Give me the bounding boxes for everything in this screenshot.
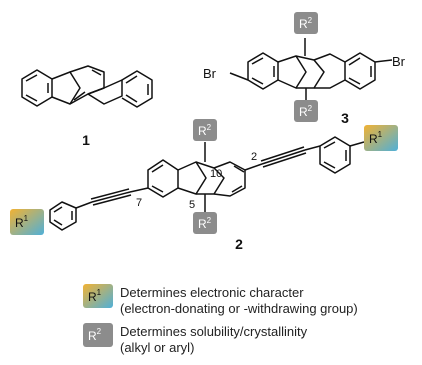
legend-r1-line1: Determines electronic character	[120, 285, 304, 300]
position-7-label: 7	[136, 197, 142, 209]
legend-r2-text: Determines solubility/crystallinity (alk…	[120, 324, 307, 356]
position-5-label: 5	[189, 199, 195, 211]
position-2-label: 2	[251, 151, 257, 163]
legend-r2-line1: Determines solubility/crystallinity	[120, 324, 308, 339]
svg-text:R1: R1	[369, 130, 383, 146]
compound-2-r2-bottom-badge: R2	[193, 212, 217, 234]
svg-text:R2: R2	[299, 16, 313, 31]
legend-r2-badge: R2	[83, 323, 113, 347]
legend-r1-line2: (electron-donating or -withdrawing group…	[120, 301, 358, 316]
svg-text:R1: R1	[15, 214, 29, 230]
compound-2-label: 2	[235, 236, 243, 252]
compound-3-br-right: Br	[392, 54, 406, 69]
compound-2-r1-right-badge: R1	[364, 125, 398, 151]
legend-r1-badge: R1	[83, 284, 113, 308]
svg-text:R2: R2	[198, 123, 212, 138]
legend-r1-text: Determines electronic character (electro…	[120, 285, 358, 317]
svg-text:R2: R2	[299, 104, 313, 119]
compound-3-br-left: Br	[203, 66, 217, 81]
compound-2-r2-top-badge: R2	[193, 119, 217, 141]
compound-3-r2-top-badge: R2	[294, 12, 318, 34]
compound-3-label: 3	[341, 110, 349, 126]
svg-text:R2: R2	[88, 327, 102, 343]
position-10-label: 10	[210, 168, 222, 180]
svg-text:R1: R1	[88, 288, 102, 304]
compound-2-structure	[49, 136, 365, 231]
compound-1-label: 1	[82, 132, 90, 148]
compound-3-r2-bottom-badge: R2	[294, 100, 318, 122]
compound-1-structure	[21, 65, 153, 108]
legend-r2-line2: (alkyl or aryl)	[120, 340, 195, 355]
svg-text:R2: R2	[198, 216, 212, 231]
compound-2-r1-left-badge: R1	[10, 209, 44, 235]
compound-3-structure	[229, 38, 393, 100]
